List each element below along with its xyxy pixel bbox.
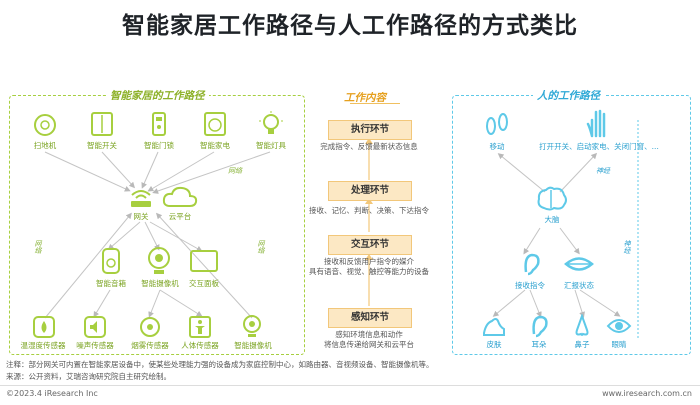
work-content-underline [350,103,400,104]
device-label-vacuum: 扫地机 [33,141,57,150]
step-interact-desc: 接收和反馈用户指令的媒介 具有语音、视觉、触控等能力的设备 [309,257,429,276]
camera-label: 智能摄像机 [141,279,179,288]
report-label: 汇报状态 [564,281,594,290]
device-label-light: 智能灯具 [256,141,286,150]
smart-home-path-box: 智能家居的工作路径 [9,88,305,355]
noise-sensor-icon [84,316,106,338]
nose-icon [575,314,589,336]
sensor-label-camera: 智能摄像机 [234,341,272,350]
device-label-appliance: 智能家电 [200,141,230,150]
smart-camera-icon [148,247,170,274]
step-process-desc: 接收、记忆、判断、决策、下达指令 [309,206,429,215]
network-label-2: 网络 [34,240,42,254]
receive-label: 接收指令 [515,281,545,290]
network-label-3: 网络 [257,240,265,254]
gateway-label: 网关 [133,212,149,221]
smart-lock-icon [152,112,166,136]
brain-label: 大脑 [544,215,560,224]
move-label: 移动 [489,142,505,151]
smart-switch-icon [91,112,113,136]
arm-skin-icon [483,318,505,336]
step-execute-desc: 完成指令、反馈最新状态信息 [320,142,418,151]
footprints-icon [486,113,508,135]
brain-icon [537,186,567,211]
panel-label: 交互面板 [189,279,219,288]
human-path-title: 人的工作路径 [533,88,604,103]
source-note: 来源：公开资料，艾瑞咨询研究院自主研究绘制。 [6,372,171,381]
washing-machine-icon [204,112,226,136]
step-process: 处理环节 [328,181,412,201]
step-perceive: 感知环节 [328,308,412,328]
skin-label: 皮肤 [486,340,502,349]
step-execute: 执行环节 [328,120,412,140]
website-link[interactable]: www.iresearch.com.cn [602,389,692,398]
speaker-label: 智能音箱 [96,279,126,288]
mouth-icon [564,257,594,271]
sensor-label-smoke: 烟雾传感器 [131,341,169,350]
page-title: 智能家居工作路径与人工作路径的方式类比 [122,13,578,39]
network-label-1: 网络 [228,167,242,175]
work-content-title: 工作内容 [344,92,386,104]
ear-label: 耳朵 [531,340,547,349]
camera-sensor-icon [243,315,261,337]
hand-icon [586,109,606,138]
cloud-label: 云平台 [168,212,192,221]
copyright: ©2023.4 iResearch Inc [6,389,98,398]
light-bulb-icon [259,111,283,134]
nerve-label-1: 神经 [596,167,610,175]
device-label-switch: 智能开关 [87,141,117,150]
step-perceive-desc: 感知环境信息和动作 将信息传递给网关和云平台 [324,330,414,349]
robot-vacuum-icon [34,114,56,136]
footer-divider [0,385,700,386]
sensor-label-noise: 噪声传感器 [76,341,114,350]
nerve-label-2: 神经 [623,240,631,254]
device-label-lock: 智能门锁 [144,141,174,150]
sensor-label-humidity: 温湿度传感器 [20,341,66,350]
human-sensor-icon [189,316,211,338]
cloud-icon [162,186,198,207]
humidity-sensor-icon [33,316,55,338]
footnote: 注释：部分网关可内置在智能家居设备中，使某些处理能力强的设备成为家庭控制中心，如… [6,360,434,369]
step-interact: 交互环节 [328,235,412,255]
smart-speaker-icon [102,248,120,274]
eye-label: 眼睛 [611,340,627,349]
nose-label: 鼻子 [574,340,590,349]
smart-home-path-title: 智能家居的工作路径 [106,88,209,103]
ear-receive-icon [524,253,540,276]
human-path-box: 人的工作路径 [452,88,691,355]
eye-icon [606,319,632,333]
wifi-router-icon [131,190,151,207]
sensor-label-human: 人体传感器 [181,341,219,350]
interactive-panel-icon [190,250,218,272]
action-label: 打开开关、启动家电、关闭门窗、... [539,142,659,151]
ear-icon [532,315,548,338]
smoke-sensor-icon [140,317,160,337]
